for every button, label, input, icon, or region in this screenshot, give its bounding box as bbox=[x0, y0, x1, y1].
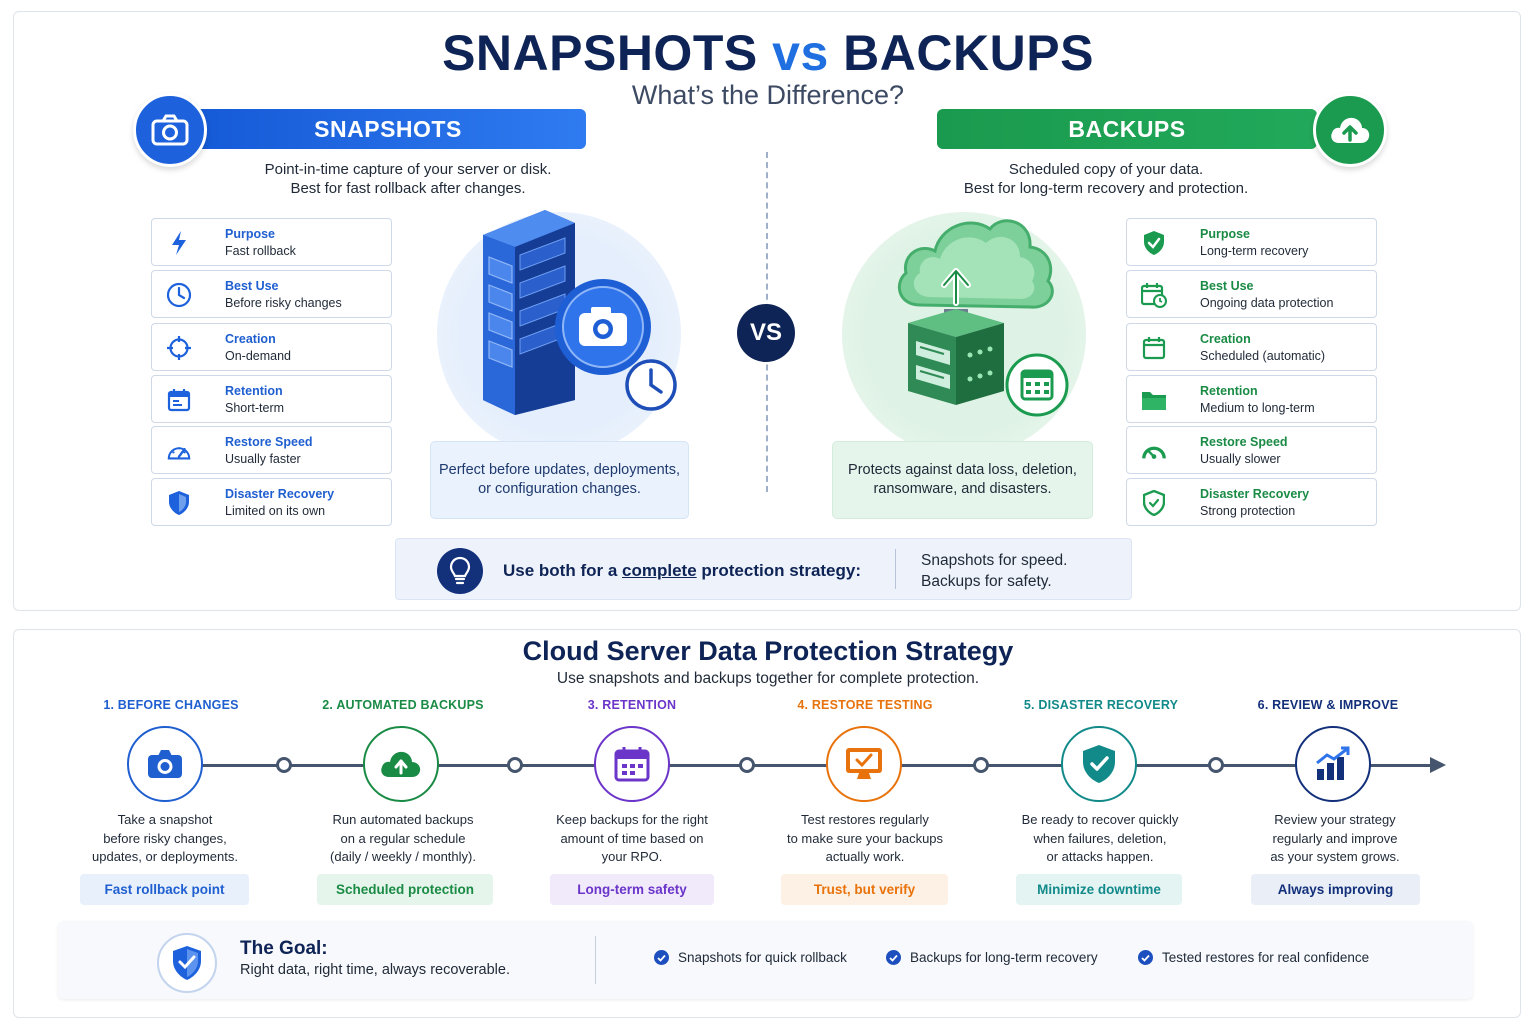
step-5-pill: Minimize downtime bbox=[1016, 874, 1182, 905]
shield-icon bbox=[1141, 490, 1167, 516]
speedometer-icon bbox=[166, 438, 192, 464]
clock-icon bbox=[166, 282, 192, 308]
timeline-dot bbox=[507, 757, 523, 773]
step-1-label: 1. BEFORE CHANGES bbox=[103, 698, 239, 712]
snapshot-attr-retention: Retention Short-term bbox=[151, 375, 392, 423]
step-3-label: 3. RETENTION bbox=[587, 698, 677, 712]
shield-check-icon bbox=[1061, 726, 1137, 802]
crosshair-icon bbox=[166, 335, 192, 361]
timeline-dot bbox=[739, 757, 755, 773]
step-6-pill: Always improving bbox=[1251, 874, 1420, 905]
folder-icon bbox=[1141, 387, 1167, 413]
backup-attr-best-use: Best Use Ongoing data protection bbox=[1126, 270, 1377, 318]
tip-bar bbox=[395, 538, 1132, 600]
step-4-label: 4. RESTORE TESTING bbox=[797, 698, 933, 712]
strategy-subtitle: Use snapshots and backups together for c… bbox=[556, 670, 980, 687]
shield-check-icon bbox=[1141, 230, 1167, 256]
cloud-upload-icon bbox=[1313, 93, 1387, 167]
backup-attr-creation: Creation Scheduled (automatic) bbox=[1126, 323, 1377, 371]
backup-note: Protects against data loss, deletion, ra… bbox=[832, 441, 1093, 519]
tip-separator bbox=[895, 549, 896, 589]
camera-icon bbox=[127, 726, 203, 802]
snapshot-attr-best-use: Best Use Before risky changes bbox=[151, 270, 392, 318]
timeline-line bbox=[165, 764, 1435, 767]
goal-separator bbox=[595, 936, 596, 984]
cloud-upload-icon bbox=[363, 726, 439, 802]
step-2-label: 2. AUTOMATED BACKUPS bbox=[322, 698, 484, 712]
calendar-icon bbox=[594, 726, 670, 802]
calendar-clock-icon bbox=[1141, 282, 1167, 308]
strategy-title: Cloud Server Data Protection Strategy bbox=[522, 636, 1014, 666]
snapshots-intro: Point-in-time capture of your server or … bbox=[264, 161, 552, 197]
snapshot-attr-purpose: Purpose Fast rollback bbox=[151, 218, 392, 266]
lightning-icon bbox=[166, 230, 192, 256]
timeline-dot bbox=[973, 757, 989, 773]
vs-badge: VS bbox=[737, 304, 795, 362]
backup-attr-retention: Retention Medium to long-term bbox=[1126, 375, 1377, 423]
calendar-icon bbox=[166, 387, 192, 413]
goal-title: The Goal: bbox=[240, 938, 328, 959]
goal-check-item: Backups for long-term recovery bbox=[886, 950, 1098, 965]
step-4-pill: Trust, but verify bbox=[781, 874, 948, 905]
backup-attr-restore-speed: Restore Speed Usually slower bbox=[1126, 426, 1377, 474]
cloud-server-illustration bbox=[880, 205, 1080, 425]
snapshot-attr-disaster-recovery: Disaster Recovery Limited on its own bbox=[151, 478, 392, 526]
backups-banner: BACKUPS bbox=[937, 109, 1317, 149]
step-1-pill: Fast rollback point bbox=[80, 874, 249, 905]
shield-icon bbox=[166, 490, 192, 516]
growth-chart-icon bbox=[1295, 726, 1371, 802]
snapshots-banner: SNAPSHOTS bbox=[190, 109, 586, 149]
goal-check-item: Snapshots for quick rollback bbox=[654, 950, 847, 965]
check-icon bbox=[886, 950, 901, 965]
page-title: SNAPSHOTS vs BACKUPS bbox=[442, 25, 1094, 81]
backups-intro: Scheduled copy of your data. Best for lo… bbox=[963, 161, 1249, 197]
timeline-dot bbox=[1208, 757, 1224, 773]
tip-summary: Snapshots for speed. Backups for safety. bbox=[921, 552, 1068, 590]
step-2-pill: Scheduled protection bbox=[317, 874, 493, 905]
step-6-label: 6. REVIEW & IMPROVE bbox=[1257, 698, 1399, 712]
page-subtitle: What’s the Difference? bbox=[631, 80, 905, 110]
step-3-pill: Long-term safety bbox=[550, 874, 714, 905]
tip-text: Use both for a complete protection strat… bbox=[503, 561, 862, 580]
speedometer-icon bbox=[1141, 438, 1167, 464]
monitor-check-icon bbox=[826, 726, 902, 802]
shield-check-icon bbox=[157, 933, 217, 993]
goal-check-item: Tested restores for real confidence bbox=[1138, 950, 1369, 965]
snapshot-attr-restore-speed: Restore Speed Usually faster bbox=[151, 426, 392, 474]
check-icon bbox=[654, 950, 669, 965]
camera-icon bbox=[133, 93, 207, 167]
timeline-dot bbox=[276, 757, 292, 773]
goal-bar bbox=[58, 921, 1473, 999]
snapshot-attr-creation: Creation On-demand bbox=[151, 323, 392, 371]
timeline-arrow bbox=[1430, 757, 1446, 773]
calendar-icon bbox=[1141, 335, 1167, 361]
goal-text: Right data, right time, always recoverab… bbox=[240, 962, 510, 978]
step-5-label: 5. DISASTER RECOVERY bbox=[1023, 698, 1179, 712]
server-camera-illustration bbox=[460, 205, 685, 425]
check-icon bbox=[1138, 950, 1153, 965]
backup-attr-disaster-recovery: Disaster Recovery Strong protection bbox=[1126, 478, 1377, 526]
lightbulb-icon bbox=[437, 548, 483, 594]
snapshot-note: Perfect before updates, deployments, or … bbox=[430, 441, 689, 519]
backup-attr-purpose: Purpose Long-term recovery bbox=[1126, 218, 1377, 266]
